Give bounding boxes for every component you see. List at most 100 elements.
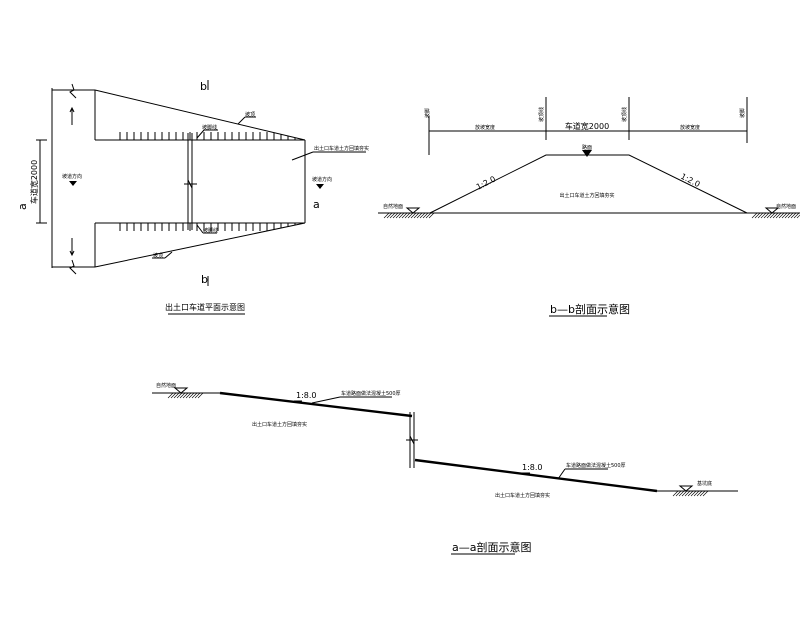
fill-upper-label: 出土口车道土方回填夯实 [252,421,307,428]
section-b-b: 放坡宽度 车道宽2000 放坡宽度 坡脚 坡顶线 坡顶线 坡脚 路面 1:2.0… [378,97,800,317]
hatch-mark [194,392,201,399]
tick-label: 坡顶线 [538,107,545,122]
label-fill: 出土口车道土方回填夯实 [314,145,369,152]
tick-label: 坡脚 [739,108,746,118]
hatch-mark [684,490,691,497]
ground-hatch [167,392,709,497]
ground-left-label: 自然地面 [156,382,176,389]
plan-bottom-slope-edge [94,222,306,268]
hatch-mark [401,212,408,219]
fill-lower-label: 出土口车道土方回填夯实 [495,492,550,499]
elevation-marker-icon [678,485,694,492]
hatch-mark [176,392,183,399]
hatch-mark [763,212,770,219]
hatch-mark [678,490,685,497]
hatch-mark [410,212,417,219]
hatch-mark [793,212,800,219]
section-a-title: a—a剖面示意图 [452,540,531,554]
hatch-mark [389,212,396,219]
hatch-mark [170,392,177,399]
hatch-mark [395,212,402,219]
hatch-mark [784,212,791,219]
hatch-mark [766,212,773,219]
width-dimension-label: 车道宽2000 [29,160,39,204]
slope-hatch-bottom [119,223,296,231]
elevation-marker-icon [764,207,780,214]
slope-left-label: 1:2.0 [475,174,497,191]
hatch-mark [760,212,767,219]
dim-right-label: 放坡宽度 [680,124,700,131]
pavement-upper-label: 车道路面做法混凝土500厚 [341,390,401,397]
elevation-marker-icon [405,207,421,214]
ground-right-label: 基坑底 [697,480,712,487]
section-marker-b-top: b [200,80,207,93]
down-arrow-icon [582,150,592,157]
hatch-mark [751,212,758,219]
hatch-mark [392,212,399,219]
hatch-mark [769,212,776,219]
hatch-mark [775,212,782,219]
section-marker-b-bottom: b [201,273,208,286]
dim-left-label: 放坡宽度 [475,124,495,131]
label-slope-foot-bottom: 坡脚线 [203,227,218,234]
hatch-mark [197,392,204,399]
hatch-mark [428,212,435,219]
hatch-mark [699,490,706,497]
hatch-mark [687,490,694,497]
hatch-mark [422,212,429,219]
hatch-mark [407,212,414,219]
section-a-a: 自然地面 基坑底 1:8.0 1:8.0 车道路面做法混凝土500厚 车道路面做… [152,382,738,555]
fill-label: 出土口车道土方回填夯实 [559,192,614,199]
section-marker-a-left: a [16,203,29,210]
slope-hatch-top [119,132,296,140]
direction-arrow-icon [316,184,324,189]
hatch-mark [179,392,186,399]
hatch-mark [167,392,174,399]
hatch-mark [702,490,709,497]
plan-title: 出土口车道平面示意图 [165,302,245,312]
hatch-mark [781,212,788,219]
ground-right-label: 自然地面 [776,203,796,210]
hatch-mark [787,212,794,219]
break-mark-icon [69,83,77,99]
section-marker-a-right: a [313,198,320,211]
hatch-mark [754,212,761,219]
ground-hatch [383,212,800,219]
hatch-mark [173,392,180,399]
pavement-lower [414,458,658,493]
break-mark-icon [184,179,197,189]
plan-view: 车道宽2000 坡道方向 坡道方向 坡顶 坡脚线 坡脚线 坡顶 出土口车道土方回… [16,80,369,315]
hatch-mark [778,212,785,219]
top-label: 路面 [582,144,592,151]
arrow-down-icon [69,238,75,257]
ground-left-label: 自然地面 [383,203,403,210]
break-mark-icon [69,259,77,275]
hatch-mark [757,212,764,219]
hatch-mark [681,490,688,497]
arrow-up-icon [69,106,75,125]
hatch-mark [419,212,426,219]
hatch-mark [413,212,420,219]
hatch-mark [693,490,700,497]
hatch-mark [383,212,390,219]
slope-upper-label: 1:8.0 [296,391,317,400]
hatch-mark [696,490,703,497]
label-slope-top: 坡顶 [245,111,255,118]
tick-label: 坡脚 [424,108,431,118]
direction-arrow-icon [69,181,77,186]
pavement-upper [219,391,413,418]
hatch-mark [404,212,411,219]
direction-label-left: 坡道方向 [62,173,82,180]
hatch-mark [675,490,682,497]
hatch-mark [191,392,198,399]
label-slope-bottom: 坡顶 [153,252,163,259]
hatch-mark [386,212,393,219]
plan-top-slope-edge [94,89,306,141]
hatch-mark [182,392,189,399]
hatch-mark [398,212,405,219]
pavement-lower-label: 车道路面做法混凝土500厚 [566,462,626,469]
hatch-mark [185,392,192,399]
hatch-mark [672,490,679,497]
tick-label: 坡顶线 [621,107,628,122]
